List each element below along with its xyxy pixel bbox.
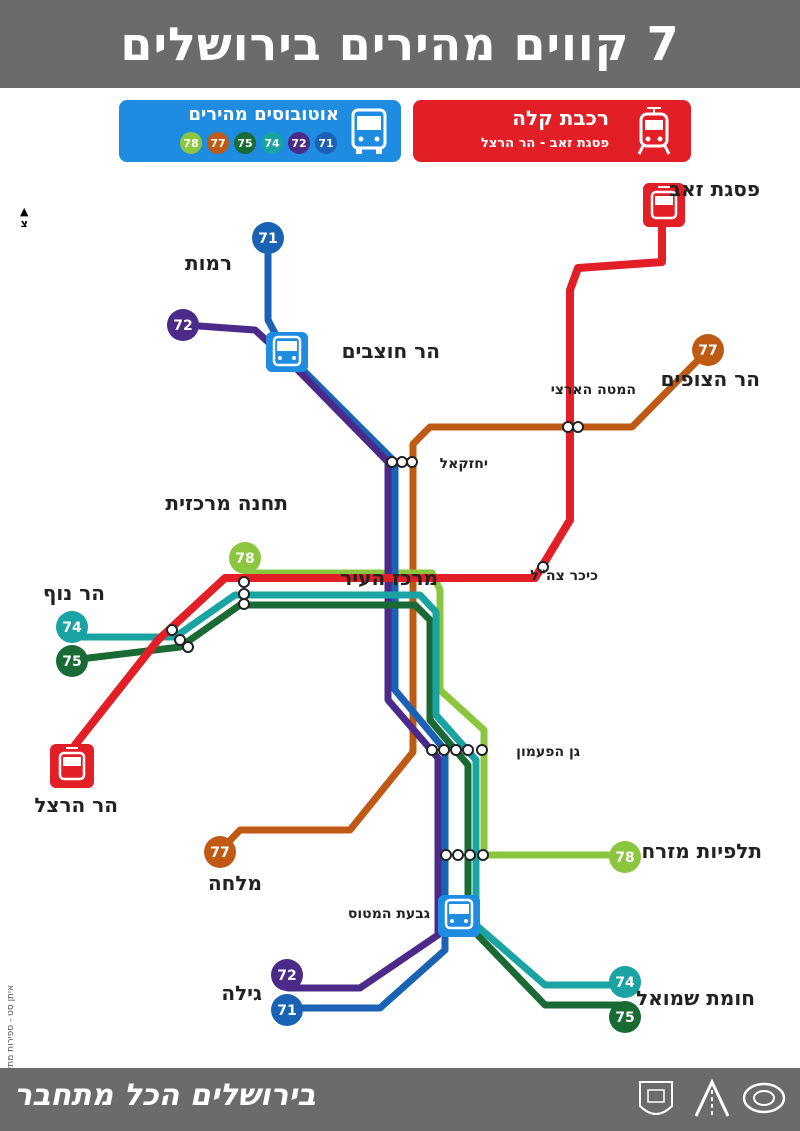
- svg-text:74: 74: [615, 975, 635, 991]
- station-label-givat-hamatos: גבעת המטוס: [348, 906, 430, 922]
- north-arrow: ▲ צ: [20, 206, 28, 230]
- station-label-hamate: המטה הארצי: [551, 382, 636, 398]
- title-bar: 7 קווים מהירים בירושלים: [0, 0, 800, 88]
- interchange-merkazit: [238, 576, 250, 610]
- station-label-ramot: רמות: [185, 251, 232, 275]
- svg-text:72: 72: [173, 318, 192, 334]
- line-71-terminal-ramot: 71: [252, 222, 284, 254]
- svg-text:77: 77: [698, 343, 717, 359]
- station-label-kikar: כיכר צה"ל: [530, 568, 598, 584]
- legend-light-rail-subtitle: פסגת זאב - הר הרצל: [480, 136, 609, 151]
- route-78: [241, 556, 629, 859]
- svg-text:74: 74: [62, 620, 82, 636]
- legend-light-rail: רכבת קלה פסגת זאב - הר הרצל: [413, 100, 691, 162]
- route-77: [216, 346, 712, 855]
- legend-line-71: 71: [315, 132, 337, 154]
- light-rail-line: [71, 221, 666, 749]
- line-72-terminal-gilo: 72: [271, 959, 303, 991]
- tram-terminal-har-herzl-icon: [50, 744, 94, 788]
- station-label-har-herzl: הר הרצל: [34, 793, 118, 817]
- station-label-malha: מלחה: [208, 871, 262, 895]
- svg-text:78: 78: [235, 551, 254, 567]
- legend-line-77: 77: [207, 132, 229, 154]
- legend-line-72: 72: [288, 132, 310, 154]
- transport-authority-icon: [694, 1078, 730, 1117]
- svg-text:75: 75: [615, 1010, 634, 1026]
- north-label: צ: [20, 217, 28, 230]
- svg-text:71: 71: [258, 231, 277, 247]
- line-74-terminal-har-nof: 74: [56, 611, 88, 643]
- station-label-merkazit: תחנה מרכזית: [165, 491, 288, 515]
- svg-text:71: 71: [277, 1003, 296, 1019]
- interchange-kikar: [537, 561, 549, 573]
- svg-text:75: 75: [62, 654, 81, 670]
- legend-buses-title: אוטובוסים מהירים: [188, 104, 339, 125]
- interchange-hamate: [562, 421, 584, 433]
- station-label-yehezkel: יחזקאל: [440, 456, 488, 472]
- line-74-terminal-homat-shmuel: 74: [609, 966, 641, 998]
- jerusalem-emblem-icon: [639, 1081, 673, 1115]
- credit-text: איתן סט - ספירות מתא: [6, 985, 16, 1073]
- tram-terminal-pisgat-zeev-icon: [643, 183, 685, 227]
- legend-line-74: 74: [261, 132, 283, 154]
- route-74: [68, 591, 629, 989]
- line-78-terminal-merkazit: 78: [229, 542, 261, 574]
- bus-terminal-givat-hamatos-icon: [438, 895, 480, 937]
- interchange-talpiot: [440, 849, 489, 861]
- station-label-har-nof: הר נוף: [43, 581, 105, 605]
- page-title: 7 קווים מהירים בירושלים: [120, 17, 680, 71]
- station-label-har-hotzvim: הר חוצבים: [342, 339, 440, 363]
- svg-text:72: 72: [277, 968, 296, 984]
- route-75: [68, 601, 629, 1009]
- legend-light-rail-title: רכבת קלה: [512, 106, 609, 130]
- line-75-terminal-homat-shmuel: 75: [609, 1001, 641, 1033]
- line-75-terminal-har-nof: 75: [56, 645, 88, 677]
- station-label-har-hatzofim: הר הצופים: [661, 367, 760, 391]
- svg-text:77: 77: [210, 845, 229, 861]
- route-71: [264, 234, 449, 1012]
- station-label-talpiot: תלפיות מזרח: [641, 839, 762, 863]
- legend-line-75: 75: [234, 132, 256, 154]
- interchange-harnof: [166, 624, 194, 653]
- ministry-of-transport-icon: [742, 1082, 786, 1114]
- svg-text:78: 78: [615, 850, 634, 866]
- line-72-terminal-ramot: 72: [167, 309, 199, 341]
- station-label-merkaz-hair: מרכז העיר: [340, 566, 438, 590]
- bus-terminal-har-hotzvim-icon: [266, 332, 308, 372]
- footer-bar: בירושלים הכל מתחבר: [0, 1068, 800, 1131]
- station-label-pisgat-zeev-1: פסגת זאב: [669, 177, 760, 201]
- line-77-terminal-malha: 77: [204, 836, 236, 868]
- north-arrow-icon: ▲: [20, 205, 29, 218]
- interchange-gan-hapaamon: [426, 744, 488, 756]
- station-label-gan-hapaamon: גן הפעמון: [516, 744, 580, 760]
- line-78-terminal-talpiot: 78: [609, 841, 641, 873]
- line-71-terminal-gilo: 71: [271, 994, 303, 1026]
- station-label-gilo: גילה: [221, 981, 262, 1005]
- tram-icon: [637, 107, 671, 155]
- legend-line-78: 78: [180, 132, 202, 154]
- bus-icon: [351, 108, 387, 154]
- interchange-yehezkel: [386, 456, 418, 468]
- footer-slogan: בירושלים הכל מתחבר: [14, 1078, 316, 1113]
- line-77-terminal-har-hatzofim: 77: [692, 334, 724, 366]
- station-label-homat-shmuel: חומת שמואל: [636, 986, 755, 1010]
